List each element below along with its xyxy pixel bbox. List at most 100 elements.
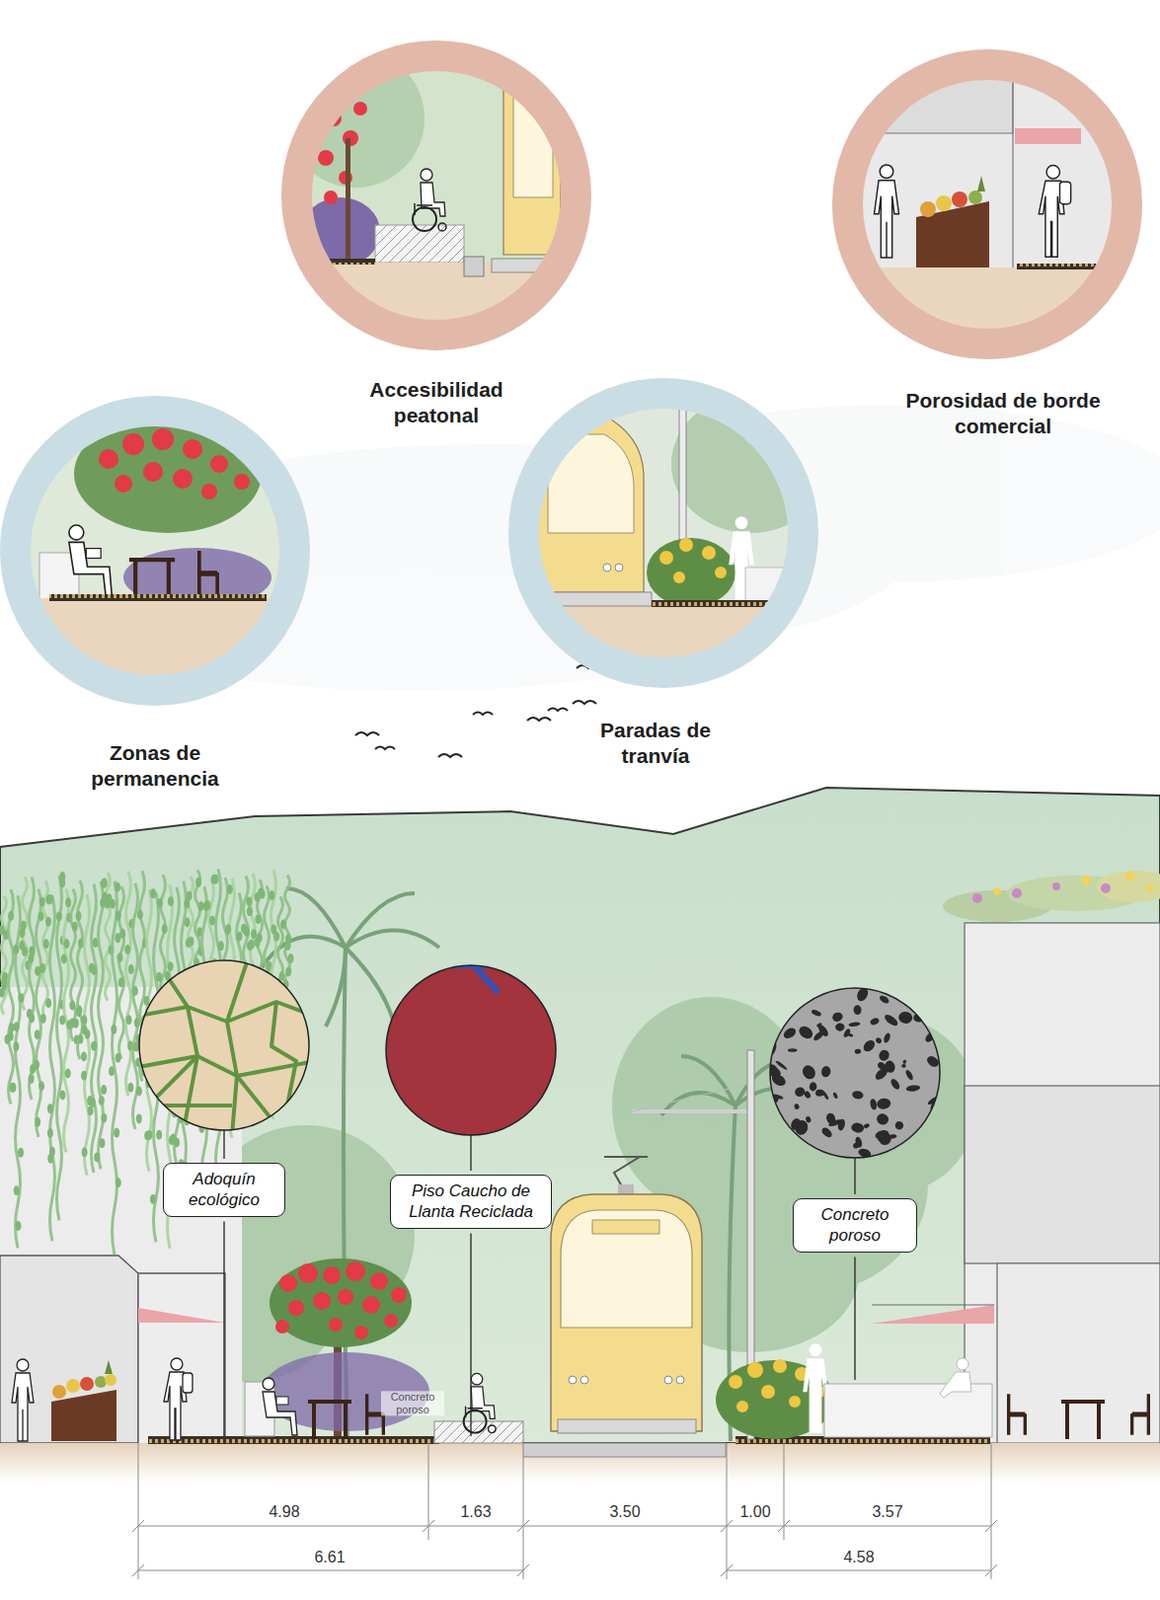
vignette-commercial-edge-part-part (951, 191, 968, 208)
material-porous-concrete-part (764, 985, 943, 1160)
ring-outline (281, 40, 592, 351)
ring-outline (832, 49, 1143, 360)
flowering-shrub-part-part (322, 1266, 341, 1285)
vine-leaf (20, 921, 27, 931)
vine-leaf (212, 874, 219, 885)
concrete-pore (902, 1143, 918, 1161)
vine-leaf (204, 900, 211, 911)
tram-part (664, 1376, 673, 1385)
flowering-shrub-part (269, 1258, 412, 1348)
yellow-shrub-part-part (761, 1385, 775, 1399)
vine-leaf (254, 914, 261, 925)
ring-band (848, 65, 1128, 345)
material-callout: Concreto poroso (792, 1198, 918, 1253)
right-buildings-part (997, 1263, 1160, 1444)
vignette-staying-zones-part-part (201, 483, 218, 500)
vignette-commercial-edge-part-part (968, 190, 983, 205)
vine-leaf (17, 1148, 24, 1159)
right-buildings-part (871, 1305, 995, 1307)
leader-line (469, 1135, 471, 1171)
concrete-pore (893, 1120, 905, 1132)
leader-line (469, 1233, 471, 1437)
vine-leaf (156, 898, 163, 909)
birds-part (572, 700, 597, 704)
callout-label: Concreto poroso (801, 1205, 909, 1246)
material-ecological-paver-part-part (157, 962, 188, 1007)
callout-label: Adoquín ecológico (171, 1169, 277, 1211)
tram-part (580, 1376, 589, 1385)
vignette-staying-zones-part-part (210, 455, 229, 473)
vignette-commercial-edge-part (916, 201, 990, 268)
leader-line (853, 1158, 855, 1195)
vignette-title: Zonas de permanencia (71, 740, 239, 793)
concrete-pore (792, 1085, 807, 1099)
yellow-shrub-part-part (736, 1400, 749, 1413)
vignette-tram-stop-part (603, 563, 612, 572)
tram-part (592, 1220, 660, 1235)
material-rubber-floor-part (386, 965, 556, 1136)
fruit-stand-part-part (104, 1374, 117, 1387)
track-bed (523, 1443, 726, 1458)
vine-leaf (245, 896, 252, 907)
vine-leaf (72, 922, 78, 932)
concrete-pore (853, 1048, 861, 1055)
material-ecological-paver-part-part (271, 1002, 297, 1111)
vignette-staying-zones-part (129, 559, 175, 600)
vignette-staying-zones-part-part (122, 433, 145, 456)
concrete-pore (889, 1078, 902, 1092)
vine-leaf (246, 940, 253, 951)
flowering-shrub-part-part (390, 1287, 407, 1304)
vignette-tram-stop-part-part (659, 550, 674, 565)
vine-leaf (127, 1082, 134, 1093)
faint-note: Concreto poroso (381, 1391, 445, 1416)
vine-leaf (12, 944, 19, 955)
concrete-pore (765, 995, 777, 1007)
material-rubber-floor (386, 965, 556, 1136)
material-callout: Adoquín ecológico (162, 1162, 286, 1218)
concrete-pore (787, 1048, 798, 1053)
vine-leaf (132, 986, 139, 997)
yellow-shrub-part-part (788, 1395, 801, 1408)
flowering-shrub-part-part (298, 1263, 318, 1284)
seated-person-part (939, 1372, 972, 1398)
vine-strand (57, 875, 63, 1221)
vine-leaf (61, 953, 68, 964)
vine-leaf (285, 933, 292, 944)
vignette-staying-zones-part-part (98, 449, 119, 469)
flowering-shrub-part (275, 1261, 407, 1340)
vine-leaf (198, 901, 205, 912)
right-buildings-part (964, 1085, 1160, 1264)
vine-leaf (285, 966, 292, 977)
vine-leaf (0, 988, 5, 999)
vine-leaf (195, 877, 202, 888)
ring-band (15, 411, 296, 692)
vine-leaf (115, 1177, 122, 1188)
birds-part (375, 747, 395, 751)
concrete-pore (820, 1126, 835, 1140)
vignette-commercial-edge-part-part (920, 201, 936, 218)
material-ecological-paver-part-part (236, 1076, 277, 1126)
vine-leaf (100, 1113, 107, 1124)
concrete-pore (796, 1023, 815, 1042)
vine-leaf (86, 1095, 93, 1106)
vine-leaf (150, 1194, 156, 1205)
vine-strand (105, 872, 111, 1002)
vignette-tram-stop-part (646, 538, 736, 608)
concrete-pore (851, 1142, 860, 1150)
vine-leaf (136, 1085, 143, 1096)
vine-leaf (136, 1113, 143, 1124)
vine-leaf (7, 1031, 14, 1042)
flowering-shrub-part-part (328, 1317, 343, 1332)
vine-leaf (90, 1041, 97, 1052)
cafe-table (308, 1401, 352, 1440)
vine-leaf (144, 996, 151, 1006)
birds-part (527, 717, 551, 721)
vine-leaf (47, 1128, 54, 1139)
vine-leaf (93, 1152, 100, 1162)
ring-outline (508, 378, 819, 689)
vine-leaf (218, 940, 225, 951)
concrete-pore (799, 1063, 818, 1083)
vine-leaf (288, 953, 295, 964)
vignette-title: Paradas de tranvía (581, 717, 730, 771)
vine-leaf (80, 1014, 87, 1025)
